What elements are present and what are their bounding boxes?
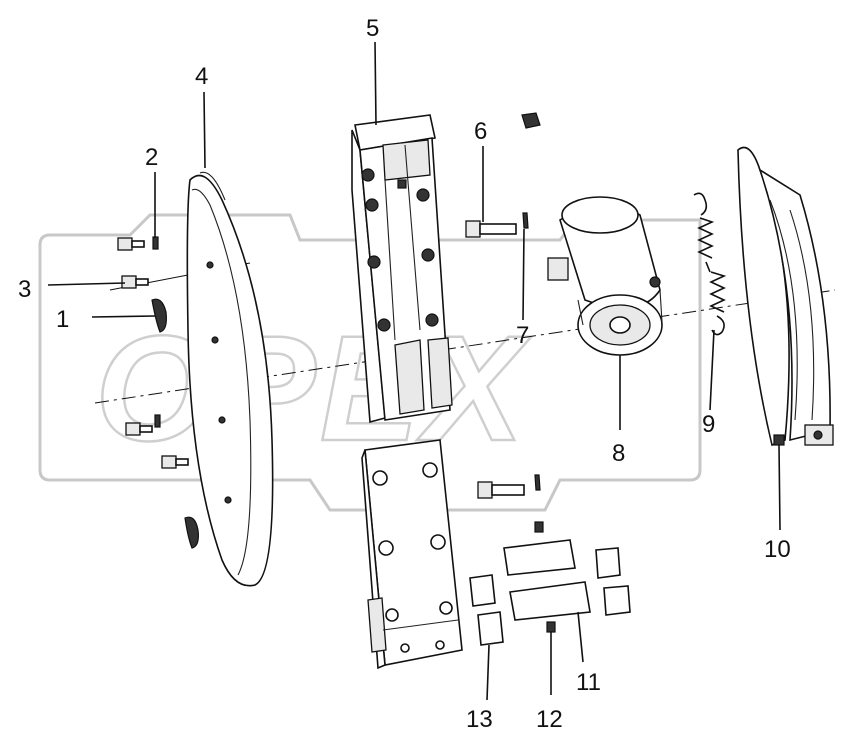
clip-part-1: [151, 298, 199, 549]
pin-part-7: [522, 212, 541, 491]
label-2: 2: [145, 144, 158, 171]
watermark-text: OPEX: [95, 304, 532, 472]
label-7: 7: [516, 322, 529, 349]
bolt-part-6: [465, 220, 517, 238]
label-9: 9: [702, 411, 715, 438]
label-4: 4: [195, 63, 208, 90]
shoe-assembly-part-10: [737, 146, 834, 447]
plate-part-4: [186, 171, 274, 587]
label-13: 13: [466, 706, 493, 733]
label-11: 11: [576, 669, 601, 696]
lower-bolt: [477, 481, 525, 499]
bracket-part-5: [351, 114, 453, 424]
leader-lines: [47, 41, 781, 701]
assembly-axis: [94, 289, 836, 404]
label-10: 10: [764, 536, 791, 563]
label-6: 6: [474, 118, 487, 145]
label-3: 3: [18, 276, 31, 303]
callout-labels: 1 2 3 4 5 6 7 8 9 10 11 12 13: [18, 15, 791, 733]
label-12: 12: [536, 706, 563, 733]
label-8: 8: [612, 440, 625, 467]
label-1: 1: [56, 306, 69, 333]
nut-part: [521, 112, 541, 129]
bolts-part-3: [117, 237, 189, 469]
block-part-13: [469, 574, 504, 646]
watermark: OPEX: [38, 213, 702, 512]
pads-part-11: [503, 539, 631, 621]
label-5: 5: [366, 15, 379, 42]
cylinder-part-8: [547, 196, 663, 356]
lower-bracket: [361, 439, 463, 670]
